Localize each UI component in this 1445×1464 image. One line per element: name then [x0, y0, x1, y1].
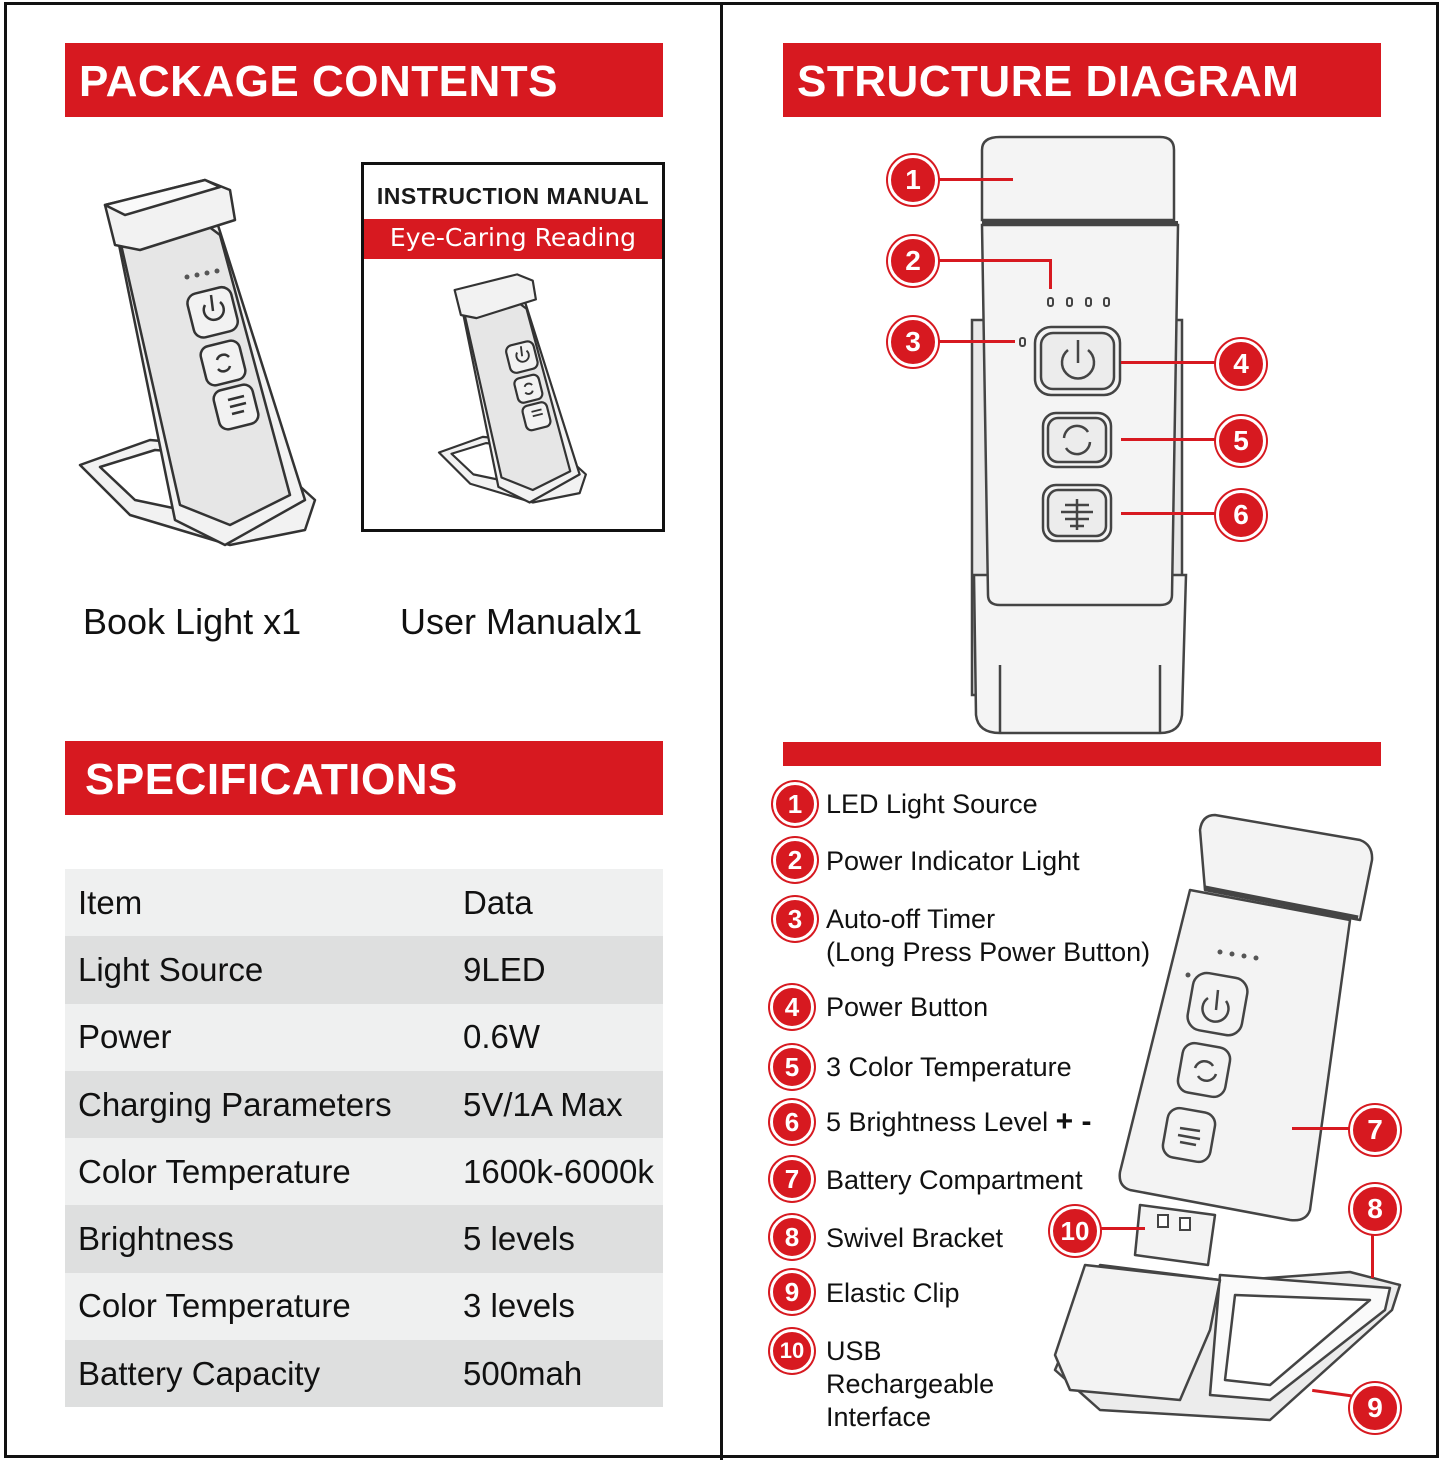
spec-value: Data [451, 869, 663, 937]
leader-line-1 [933, 178, 1013, 181]
legend-label-3-detail: (Long Press Power Button) [826, 937, 1151, 967]
spec-value: 9LED [451, 936, 663, 1004]
legend-label-3: Auto-off Timer [826, 904, 996, 934]
legend-label-8: Swivel Bracket [826, 1223, 1004, 1253]
color-cycle-icon [1062, 424, 1092, 456]
legend-badge-7: 7 [770, 1157, 814, 1201]
power-icon [1060, 340, 1096, 380]
legend-label-4: Power Button [826, 992, 989, 1022]
callout-badge-9: 9 [1350, 1383, 1400, 1433]
leader-line-7 [1292, 1127, 1352, 1130]
spec-value: 500mah [451, 1340, 663, 1408]
device-front-view [970, 135, 1188, 735]
callout-badge-6: 6 [1216, 490, 1266, 540]
manual-title: INSTRUCTION MANUAL [376, 183, 650, 209]
manual-subtitle: Eye-Caring Reading Light [364, 219, 662, 290]
legend-label-1: LED Light Source [826, 789, 1038, 819]
section-divider-bar [783, 742, 1381, 766]
legend-label-6: 5 Brightness Level + - [826, 1105, 1092, 1139]
column-divider [720, 2, 723, 1460]
spec-label: Light Source [65, 936, 451, 1004]
callout-badge-8: 8 [1350, 1184, 1400, 1234]
leader-line-10 [1095, 1227, 1145, 1230]
spec-label: Battery Capacity [65, 1340, 451, 1408]
spec-value: 3 levels [451, 1272, 663, 1341]
legend-label-10-line3: Interface [826, 1402, 932, 1432]
legend-label-6-text: 5 Brightness Level [826, 1107, 1049, 1137]
leader-line-8 [1371, 1232, 1374, 1278]
legend-badge-2: 2 [773, 838, 817, 882]
legend-badge-9: 9 [770, 1270, 814, 1314]
legend-badge-6: 6 [770, 1100, 814, 1144]
leader-line-2-drop [1049, 259, 1052, 289]
legend-badge-1: 1 [773, 782, 817, 826]
package-contents-heading: PACKAGE CONTENTS [65, 43, 663, 117]
leader-line-6 [1121, 512, 1217, 515]
user-manual-cover: INSTRUCTION MANUAL Eye-Caring Reading Li… [361, 162, 665, 532]
leader-line-3 [933, 340, 1015, 343]
legend-badge-5: 5 [770, 1045, 814, 1089]
callout-badge-3: 3 [888, 317, 938, 367]
plus-minus-symbols: + - [1055, 1105, 1092, 1138]
leader-line-2 [933, 259, 1051, 262]
spec-label: Color Temperature [65, 1272, 451, 1341]
user-manual-caption: User Manualx1 [400, 601, 643, 642]
brightness-icon [1061, 499, 1093, 530]
spec-label: Color Temperature [65, 1138, 451, 1206]
spec-value: 5V/1A Max [451, 1070, 663, 1139]
device-perspective-view [1053, 813, 1402, 1422]
callout-badge-1: 1 [888, 155, 938, 205]
spec-label: Brightness [65, 1205, 451, 1273]
legend-label-9: Elastic Clip [826, 1278, 960, 1308]
book-light-illustration [78, 178, 317, 547]
manual-light-illustration [437, 273, 587, 504]
callout-badge-2: 2 [888, 236, 938, 286]
specifications-heading: SPECIFICATIONS [65, 741, 663, 815]
callout-badge-4: 4 [1216, 339, 1266, 389]
spec-label: Item [65, 869, 451, 937]
callout-badge-5: 5 [1216, 416, 1266, 466]
spec-label: Power [65, 1003, 451, 1071]
spec-value: 0.6W [451, 1003, 663, 1071]
legend-label-10: USB [826, 1336, 882, 1366]
book-light-caption: Book Light x1 [83, 601, 302, 642]
structure-diagram-heading: STRUCTURE DIAGRAM [783, 43, 1381, 117]
callout-badge-7: 7 [1350, 1105, 1400, 1155]
legend-badge-8: 8 [770, 1215, 814, 1259]
legend-badge-10: 10 [770, 1329, 814, 1373]
spec-value: 1600k-6000k [451, 1138, 663, 1206]
legend-label-2: Power Indicator Light [826, 846, 1080, 876]
spec-value: 5 levels [451, 1205, 663, 1273]
spec-label: Charging Parameters [65, 1070, 451, 1139]
leader-line-4 [1121, 361, 1217, 364]
legend-badge-4: 4 [770, 985, 814, 1029]
legend-label-10-line2: Rechargeable [826, 1369, 995, 1399]
legend-label-7: Battery Compartment [826, 1165, 1083, 1195]
legend-badge-3: 3 [773, 897, 817, 941]
legend-label-5: 3 Color Temperature [826, 1052, 1072, 1082]
callout-badge-10: 10 [1050, 1206, 1100, 1256]
leader-line-5 [1121, 438, 1217, 441]
